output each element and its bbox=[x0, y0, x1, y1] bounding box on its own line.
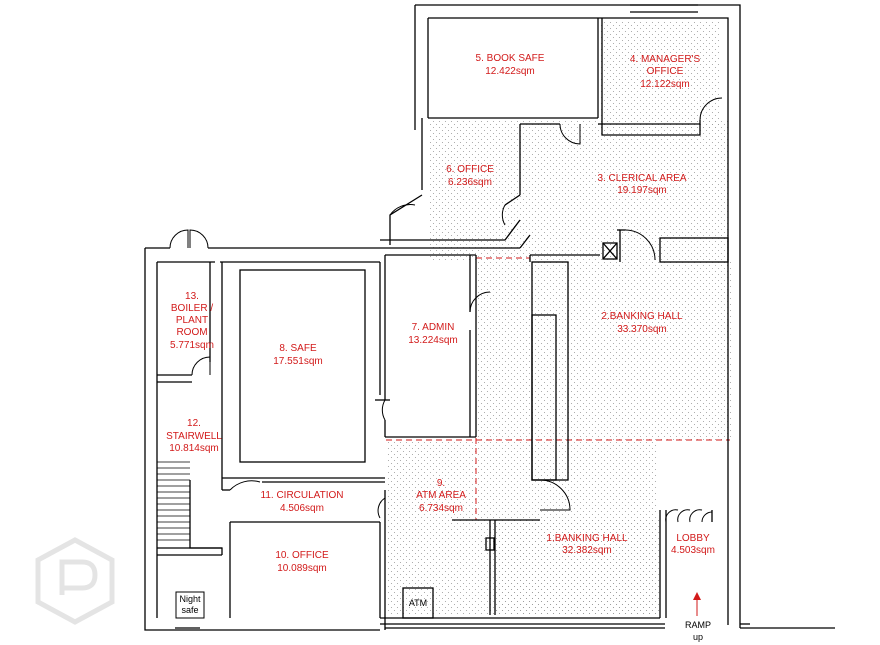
svg-text:13.: 13. bbox=[185, 291, 199, 302]
svg-text:6.236sqm: 6.236sqm bbox=[448, 177, 492, 188]
svg-text:10. OFFICE: 10. OFFICE bbox=[275, 550, 329, 561]
svg-text:3. CLERICAL AREA: 3. CLERICAL AREA bbox=[597, 173, 686, 184]
svg-text:up: up bbox=[693, 632, 703, 642]
svg-text:6. OFFICE: 6. OFFICE bbox=[446, 164, 494, 175]
room-label-book-safe: 5. BOOK SAFE 12.422sqm bbox=[476, 53, 545, 77]
walls bbox=[144, 4, 835, 631]
room-label-lobby: LOBBY 4.503sqm bbox=[671, 533, 715, 556]
svg-text:safe: safe bbox=[181, 605, 198, 615]
svg-text:PLANT: PLANT bbox=[176, 315, 208, 326]
svg-text:19.197sqm: 19.197sqm bbox=[617, 185, 666, 196]
room-label-banking-hall-2: 2.BANKING HALL 33.370sqm bbox=[601, 311, 683, 335]
svg-text:8. SAFE: 8. SAFE bbox=[279, 343, 317, 354]
night-safe: Night safe bbox=[175, 591, 205, 619]
svg-text:11. CIRCULATION: 11. CIRCULATION bbox=[261, 490, 344, 501]
svg-text:12.: 12. bbox=[187, 418, 201, 429]
atm-unit: ATM bbox=[409, 598, 427, 608]
ramp-indicator: RAMP up bbox=[685, 592, 711, 642]
svg-text:4.503sqm: 4.503sqm bbox=[671, 545, 715, 556]
svg-text:10.814sqm: 10.814sqm bbox=[169, 443, 218, 454]
arrow-up-icon bbox=[693, 592, 701, 600]
svg-text:6.734sqm: 6.734sqm bbox=[419, 503, 463, 514]
svg-text:9.: 9. bbox=[437, 478, 445, 489]
room-label-office-10: 10. OFFICE 10.089sqm bbox=[275, 550, 329, 574]
svg-text:LOBBY: LOBBY bbox=[676, 533, 710, 544]
svg-text:2.BANKING HALL: 2.BANKING HALL bbox=[601, 311, 683, 322]
svg-text:12.422sqm: 12.422sqm bbox=[485, 66, 534, 77]
svg-text:33.370sqm: 33.370sqm bbox=[617, 324, 666, 335]
hatched-areas bbox=[386, 20, 731, 615]
svg-text:4. MANAGER'S: 4. MANAGER'S bbox=[630, 54, 701, 65]
watermark-logo-icon bbox=[35, 537, 115, 625]
room-label-circulation: 11. CIRCULATION 4.506sqm bbox=[261, 490, 344, 514]
room-label-boiler-room: 13. BOILER / PLANT ROOM 5.771sqm bbox=[170, 291, 214, 351]
svg-text:12.122sqm: 12.122sqm bbox=[640, 79, 689, 90]
svg-text:ATM AREA: ATM AREA bbox=[416, 490, 466, 501]
svg-text:Night: Night bbox=[179, 594, 201, 604]
room-label-admin: 7. ADMIN 13.224sqm bbox=[408, 322, 457, 346]
svg-text:1.BANKING HALL: 1.BANKING HALL bbox=[546, 533, 628, 544]
svg-text:ATM: ATM bbox=[409, 598, 427, 608]
door-swings bbox=[169, 97, 723, 523]
svg-text:ROOM: ROOM bbox=[176, 327, 207, 338]
svg-text:5. BOOK SAFE: 5. BOOK SAFE bbox=[476, 53, 545, 64]
svg-text:BOILER /: BOILER / bbox=[171, 303, 213, 314]
room-label-office-6: 6. OFFICE 6.236sqm bbox=[446, 164, 494, 188]
svg-text:OFFICE: OFFICE bbox=[647, 66, 684, 77]
svg-text:5.771sqm: 5.771sqm bbox=[170, 340, 214, 351]
svg-text:10.089sqm: 10.089sqm bbox=[277, 563, 326, 574]
svg-text:32.382sqm: 32.382sqm bbox=[562, 545, 611, 556]
svg-text:7. ADMIN: 7. ADMIN bbox=[412, 322, 455, 333]
svg-text:RAMP: RAMP bbox=[685, 620, 711, 630]
svg-text:13.224sqm: 13.224sqm bbox=[408, 335, 457, 346]
room-label-atm-area: 9. ATM AREA 6.734sqm bbox=[416, 478, 466, 514]
room-label-clerical-area: 3. CLERICAL AREA 19.197sqm bbox=[597, 173, 686, 196]
svg-text:STAIRWELL: STAIRWELL bbox=[166, 431, 222, 442]
room-label-stairwell: 12. STAIRWELL 10.814sqm bbox=[166, 418, 222, 454]
room-label-managers-office: 4. MANAGER'S OFFICE 12.122sqm bbox=[630, 54, 701, 90]
svg-text:17.551sqm: 17.551sqm bbox=[273, 356, 322, 367]
room-label-safe: 8. SAFE 17.551sqm bbox=[273, 343, 322, 367]
svg-text:4.506sqm: 4.506sqm bbox=[280, 503, 324, 514]
room-label-banking-hall-1: 1.BANKING HALL 32.382sqm bbox=[546, 533, 628, 556]
